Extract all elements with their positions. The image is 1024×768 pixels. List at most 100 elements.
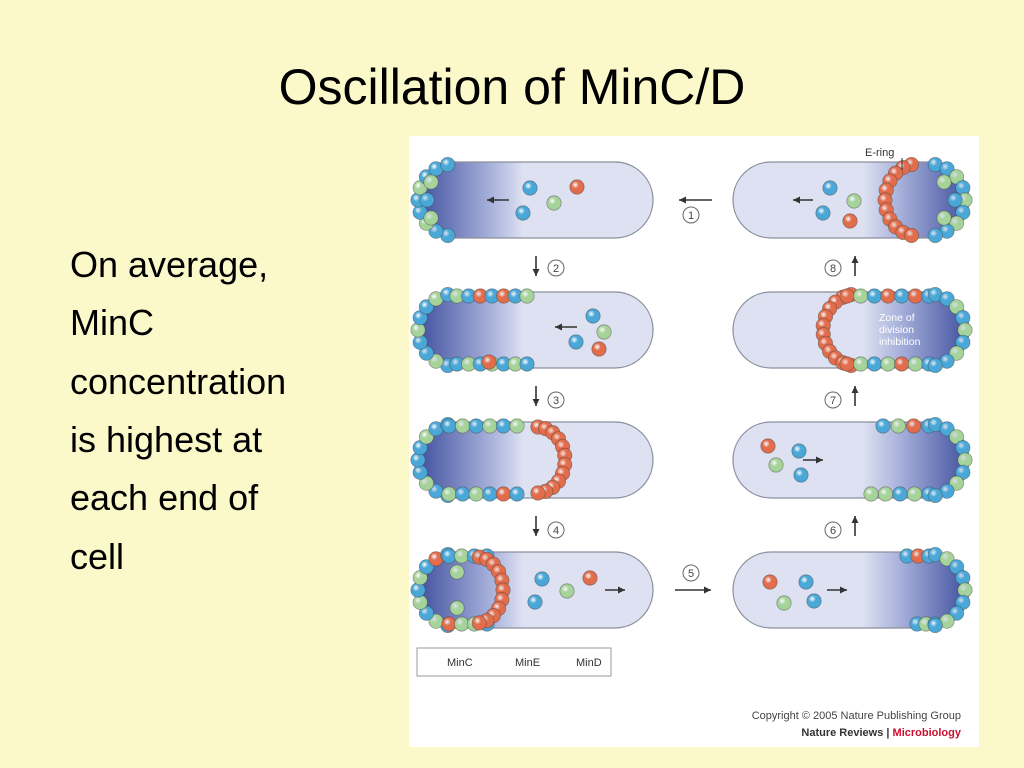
minc-molecule (948, 299, 965, 315)
mind-molecule (894, 288, 910, 304)
minc-molecule (906, 486, 923, 502)
minc-molecule (509, 418, 525, 434)
transition-arrow-4-head (532, 529, 540, 536)
movement-arrow-head (793, 196, 800, 204)
legend-label-mind: MinD (576, 657, 602, 669)
step-label-1: 1 (688, 210, 694, 222)
journal-name: Nature Reviews (801, 727, 883, 739)
mind-molecule (568, 334, 584, 350)
mind-molecule (418, 345, 435, 361)
zone-label-line: inhibition (879, 336, 921, 348)
movement-arrow-head (840, 586, 847, 594)
step-label-8: 8 (830, 263, 836, 275)
minc-molecule (596, 324, 612, 340)
mind-molecule (482, 486, 498, 502)
mine-molecule (481, 354, 497, 370)
minc-molecule (428, 353, 444, 369)
step-circle-5 (682, 564, 700, 582)
mind-molecule (418, 605, 435, 621)
mine-molecule (839, 356, 855, 372)
body-line: MinC (70, 302, 155, 344)
slide-title: Oscillation of MinC/D (278, 59, 746, 115)
mind-molecule (927, 617, 943, 634)
minc-molecule (846, 193, 862, 209)
journal-section: Microbiology (893, 727, 962, 739)
step-label-6: 6 (830, 525, 836, 537)
mind-molecule (419, 192, 435, 208)
minc-molecule (936, 210, 952, 226)
mine-molecule (495, 486, 512, 502)
figure-svg: E-ring Zone of division inhibition 1 2 3… (410, 147, 973, 739)
body-line: concentration (70, 360, 287, 402)
mind-molecule (793, 467, 809, 483)
mind-molecule (495, 418, 512, 434)
journal-separator: | (883, 727, 892, 739)
minc-molecule (454, 418, 471, 434)
minc-molecule (776, 595, 792, 611)
mind-molecule (875, 418, 891, 434)
mind-molecule (927, 487, 943, 504)
mind-molecule (509, 486, 525, 502)
step-label-5: 5 (688, 568, 694, 580)
minc-molecule (948, 169, 965, 185)
mind-molecule (948, 559, 965, 575)
step-label-2: 2 (553, 263, 559, 275)
mind-molecule (948, 605, 965, 621)
step-circle-6 (824, 521, 842, 539)
cell-state-7 (732, 421, 970, 499)
mind-molecule (428, 223, 444, 239)
mind-molecule (412, 310, 428, 326)
step-circle-3 (547, 391, 565, 409)
minc-molecule (559, 583, 575, 599)
mind-molecule (939, 291, 955, 307)
mind-molecule (522, 180, 538, 196)
minc-molecule (412, 570, 428, 586)
legend-label-mine: MinE (515, 657, 540, 669)
movement-arrow-head (618, 586, 625, 594)
transition-arrow-5-head (704, 586, 711, 594)
mine-molecule (762, 574, 778, 590)
mind-molecule (440, 156, 456, 173)
step-circle-1 (682, 206, 700, 224)
mine-ring-molecule (530, 485, 546, 501)
mind-molecule (939, 421, 955, 437)
cell-state-2 (416, 291, 654, 369)
mind-molecule (454, 486, 471, 502)
body-line: cell (70, 535, 125, 577)
legend-box (416, 647, 612, 677)
minc-molecule (936, 174, 952, 190)
mind-molecule (947, 192, 963, 208)
legend-label-minc: MinC (447, 657, 473, 669)
mine-molecule (569, 179, 585, 195)
transition-arrow-2-head (532, 269, 540, 276)
minc-molecule (519, 288, 535, 304)
mind-molecule (955, 334, 971, 350)
mind-molecule (955, 594, 971, 610)
step-circle-4 (547, 521, 565, 539)
step-circle-7 (824, 391, 842, 409)
minc-molecule (863, 486, 879, 502)
mind-molecule (927, 357, 943, 374)
zone-label-line: Zone of (879, 312, 915, 324)
mine-molecule (760, 438, 776, 454)
mine-molecule (839, 288, 855, 304)
mind-molecule (585, 308, 601, 324)
mine-molecule (441, 616, 457, 632)
mind-molecule (418, 299, 435, 315)
mine-molecule (907, 288, 923, 304)
mind-molecule (806, 593, 822, 609)
minc-molecule (948, 475, 965, 491)
minc-molecule (423, 210, 439, 226)
mind-molecule (892, 486, 908, 502)
minc-molecule (449, 600, 465, 616)
min-oscillation-figure: E-ring Zone of division inhibition 1 2 3… (409, 136, 979, 747)
mine-ring-molecule (903, 227, 920, 244)
minc-molecule (948, 215, 965, 231)
minc-molecule (454, 616, 470, 632)
body-line: is highest at (70, 418, 263, 460)
transition-arrow-7-head (851, 386, 859, 393)
step-label-3: 3 (553, 395, 559, 407)
mine-molecule (906, 418, 922, 434)
mind-molecule (955, 204, 971, 220)
mind-molecule (927, 227, 943, 244)
